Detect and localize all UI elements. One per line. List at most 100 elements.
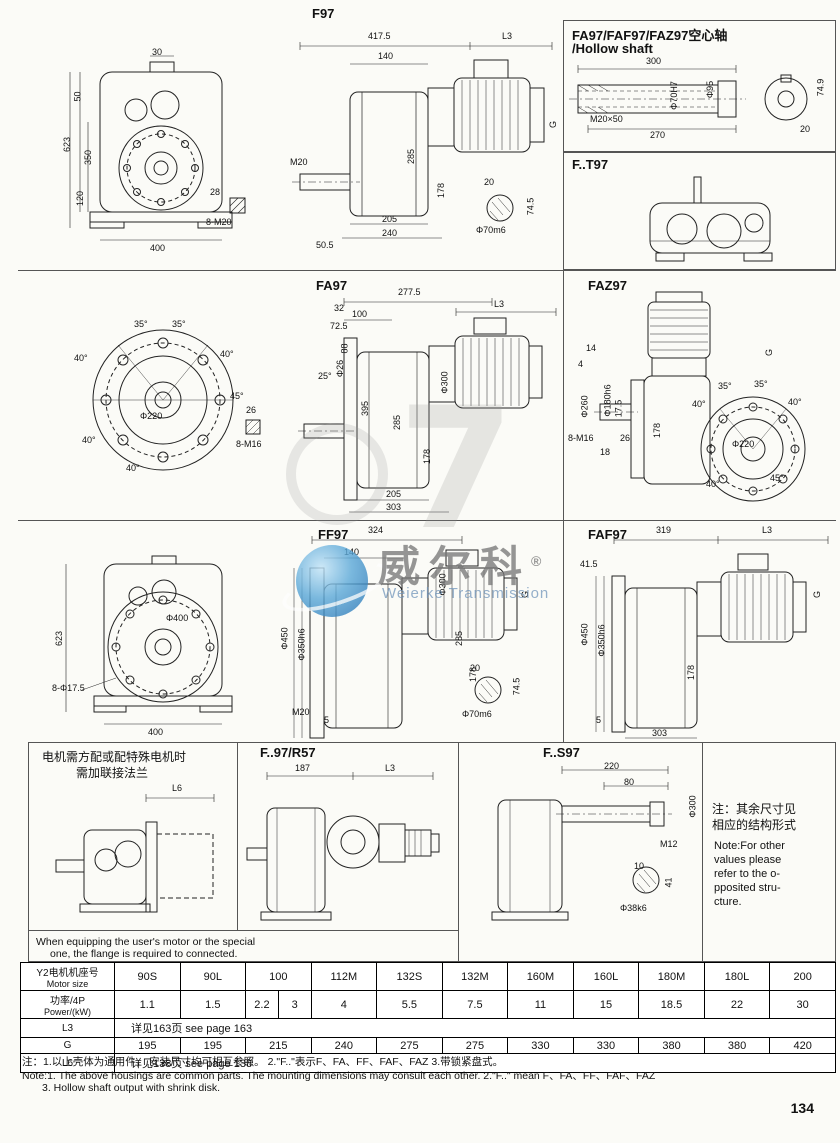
dim-gc: G <box>520 590 531 599</box>
dim-205: 205 <box>382 214 398 224</box>
cell: 132M <box>441 962 509 991</box>
side-note-en-1: Note:For other <box>714 840 785 852</box>
hollow-drawing-area: 300 M20×50 270 Φ70H7 Φ95 74.9 20 <box>564 57 835 151</box>
divider <box>702 742 703 962</box>
dim-8-m20: 8-M20 <box>206 217 232 227</box>
dim-35d: 35° <box>754 379 768 389</box>
cell: 330 <box>507 1037 574 1054</box>
ft97-drawing <box>649 176 773 262</box>
hollow-shaft-drawing <box>569 65 808 133</box>
dim-100: 100 <box>352 309 368 319</box>
dim-l3b: L3 <box>494 299 505 309</box>
dim-400: 400 <box>150 243 166 253</box>
dim-phi450: Φ450 <box>279 627 290 650</box>
dim-40d: 40° <box>126 463 140 473</box>
dim-10: 10 <box>634 861 645 871</box>
dim-l3d: L3 <box>385 763 396 773</box>
dim-phi26: Φ26 <box>335 359 346 378</box>
fa97-side-panel: 277.5 32 100 L3 72.5 88 25° Φ26 Φ300 395… <box>296 286 566 518</box>
cell: 2.2 <box>245 990 279 1019</box>
cell: 18.5 <box>638 990 705 1019</box>
dim-5: 5 <box>324 715 330 725</box>
fr57-title: F..97/R57 <box>260 745 316 760</box>
dim-8-m16: 8-M16 <box>236 439 262 449</box>
dim-phi450b: Φ450 <box>579 623 590 646</box>
dim-285: 285 <box>406 148 417 165</box>
dim-623: 623 <box>62 136 73 153</box>
fs97-title: F..S97 <box>543 745 580 760</box>
cell: 15 <box>572 990 640 1019</box>
motor-flange-drawing <box>55 794 215 913</box>
dim-35b: 35° <box>172 319 186 329</box>
dim-220b: Φ220 <box>732 439 755 449</box>
dim-phi350h6: Φ350h6 <box>296 628 307 661</box>
ff97-side-panel: 324 140 Φ300 G 285 178 Φ450 Φ350h6 M20 5… <box>266 524 566 740</box>
dim-40e: 40° <box>692 399 706 409</box>
cell: 195 <box>179 1037 247 1054</box>
dim-l6: L6 <box>172 783 183 793</box>
ft97-panel: F..T97 <box>563 152 836 270</box>
dim-140: 140 <box>378 51 394 61</box>
cell: 420 <box>769 1037 836 1054</box>
row-label-g: G <box>20 1037 115 1054</box>
dim-303: 303 <box>386 502 402 512</box>
dim-74-5b: 74.5 <box>511 677 522 696</box>
side-note-en-5: cture. <box>714 896 742 908</box>
cell: 22 <box>703 990 771 1019</box>
side-note-en-3: refer to the o- <box>714 868 781 880</box>
dim-417-5: 417.5 <box>368 31 391 41</box>
cell: 380 <box>638 1037 705 1054</box>
cell: 330 <box>572 1037 640 1054</box>
dim-178: 178 <box>436 182 447 199</box>
dim-8-phi17-5: 8-Φ17.5 <box>52 683 85 693</box>
cell: 详见163页 see page 163 <box>114 1018 836 1038</box>
dim-50-5: 50.5 <box>316 240 334 250</box>
motor-flange-caption-1: When equipping the user's motor or the s… <box>36 936 256 948</box>
cell: 4 <box>310 990 378 1019</box>
ff97-side-drawing <box>293 536 518 739</box>
dim-l3c: L3 <box>762 525 773 535</box>
cell: 195 <box>114 1037 181 1054</box>
dim-140b: 140 <box>344 547 360 557</box>
dim-45b: 45° <box>770 473 784 483</box>
row-label-l3: L3 <box>20 1018 115 1038</box>
dim-l3: L3 <box>502 31 513 41</box>
dim-120: 120 <box>75 190 86 207</box>
motor-flange-text-2: 需加联接法兰 <box>76 766 149 780</box>
dim-40b: 40° <box>220 349 234 359</box>
cell: 240 <box>310 1037 378 1054</box>
cell: 5.5 <box>376 990 443 1019</box>
dim-178c: 178 <box>652 422 663 439</box>
divider <box>458 742 459 962</box>
dim-shaft-b: Φ70m6 <box>462 709 492 719</box>
dim-20c: 20 <box>470 663 481 673</box>
dim-phi260: Φ260 <box>579 395 590 418</box>
cell: 180M <box>638 962 705 991</box>
footer-note-zh: 注：1.以上壳体为通用件， 安装尺寸均可相互参照。 2."F.."表示F、FA、… <box>22 1056 504 1068</box>
side-note-panel: 注：其余尺寸见 相应的结构形式 Note:For other values pl… <box>702 742 836 962</box>
fr57-drawing <box>246 772 440 921</box>
ff97-title: FF97 <box>318 527 349 542</box>
cell: 100 <box>245 962 312 991</box>
motor-flange-panel: 电机需方配或配特殊电机时 需加联接法兰 L6 When equipping th… <box>28 742 255 962</box>
divider <box>28 930 458 931</box>
bottom-section-box <box>28 742 836 962</box>
footer-note-en-2: 3. Hollow shaft output with shrink disk. <box>42 1082 220 1094</box>
fa97-title: FA97 <box>316 278 348 293</box>
cell: 3 <box>277 990 312 1019</box>
cell: 90S <box>114 962 181 991</box>
divider <box>563 270 564 742</box>
cell: 详见138页 see page 138 <box>114 1053 836 1073</box>
dim-26: 26 <box>246 405 257 415</box>
side-note-en-2: values please <box>714 854 782 866</box>
fs97-drawing <box>491 766 672 921</box>
faz97-drawing <box>594 291 806 502</box>
dim-187: 187 <box>295 763 311 773</box>
dim-80: 80 <box>624 777 635 787</box>
dim-18: 18 <box>600 447 611 457</box>
faf97-title: FAF97 <box>588 527 628 542</box>
side-note-en-4: pposited stru- <box>714 882 781 894</box>
dim-178e: 178 <box>686 664 697 681</box>
dim-40c: 40° <box>82 435 96 445</box>
